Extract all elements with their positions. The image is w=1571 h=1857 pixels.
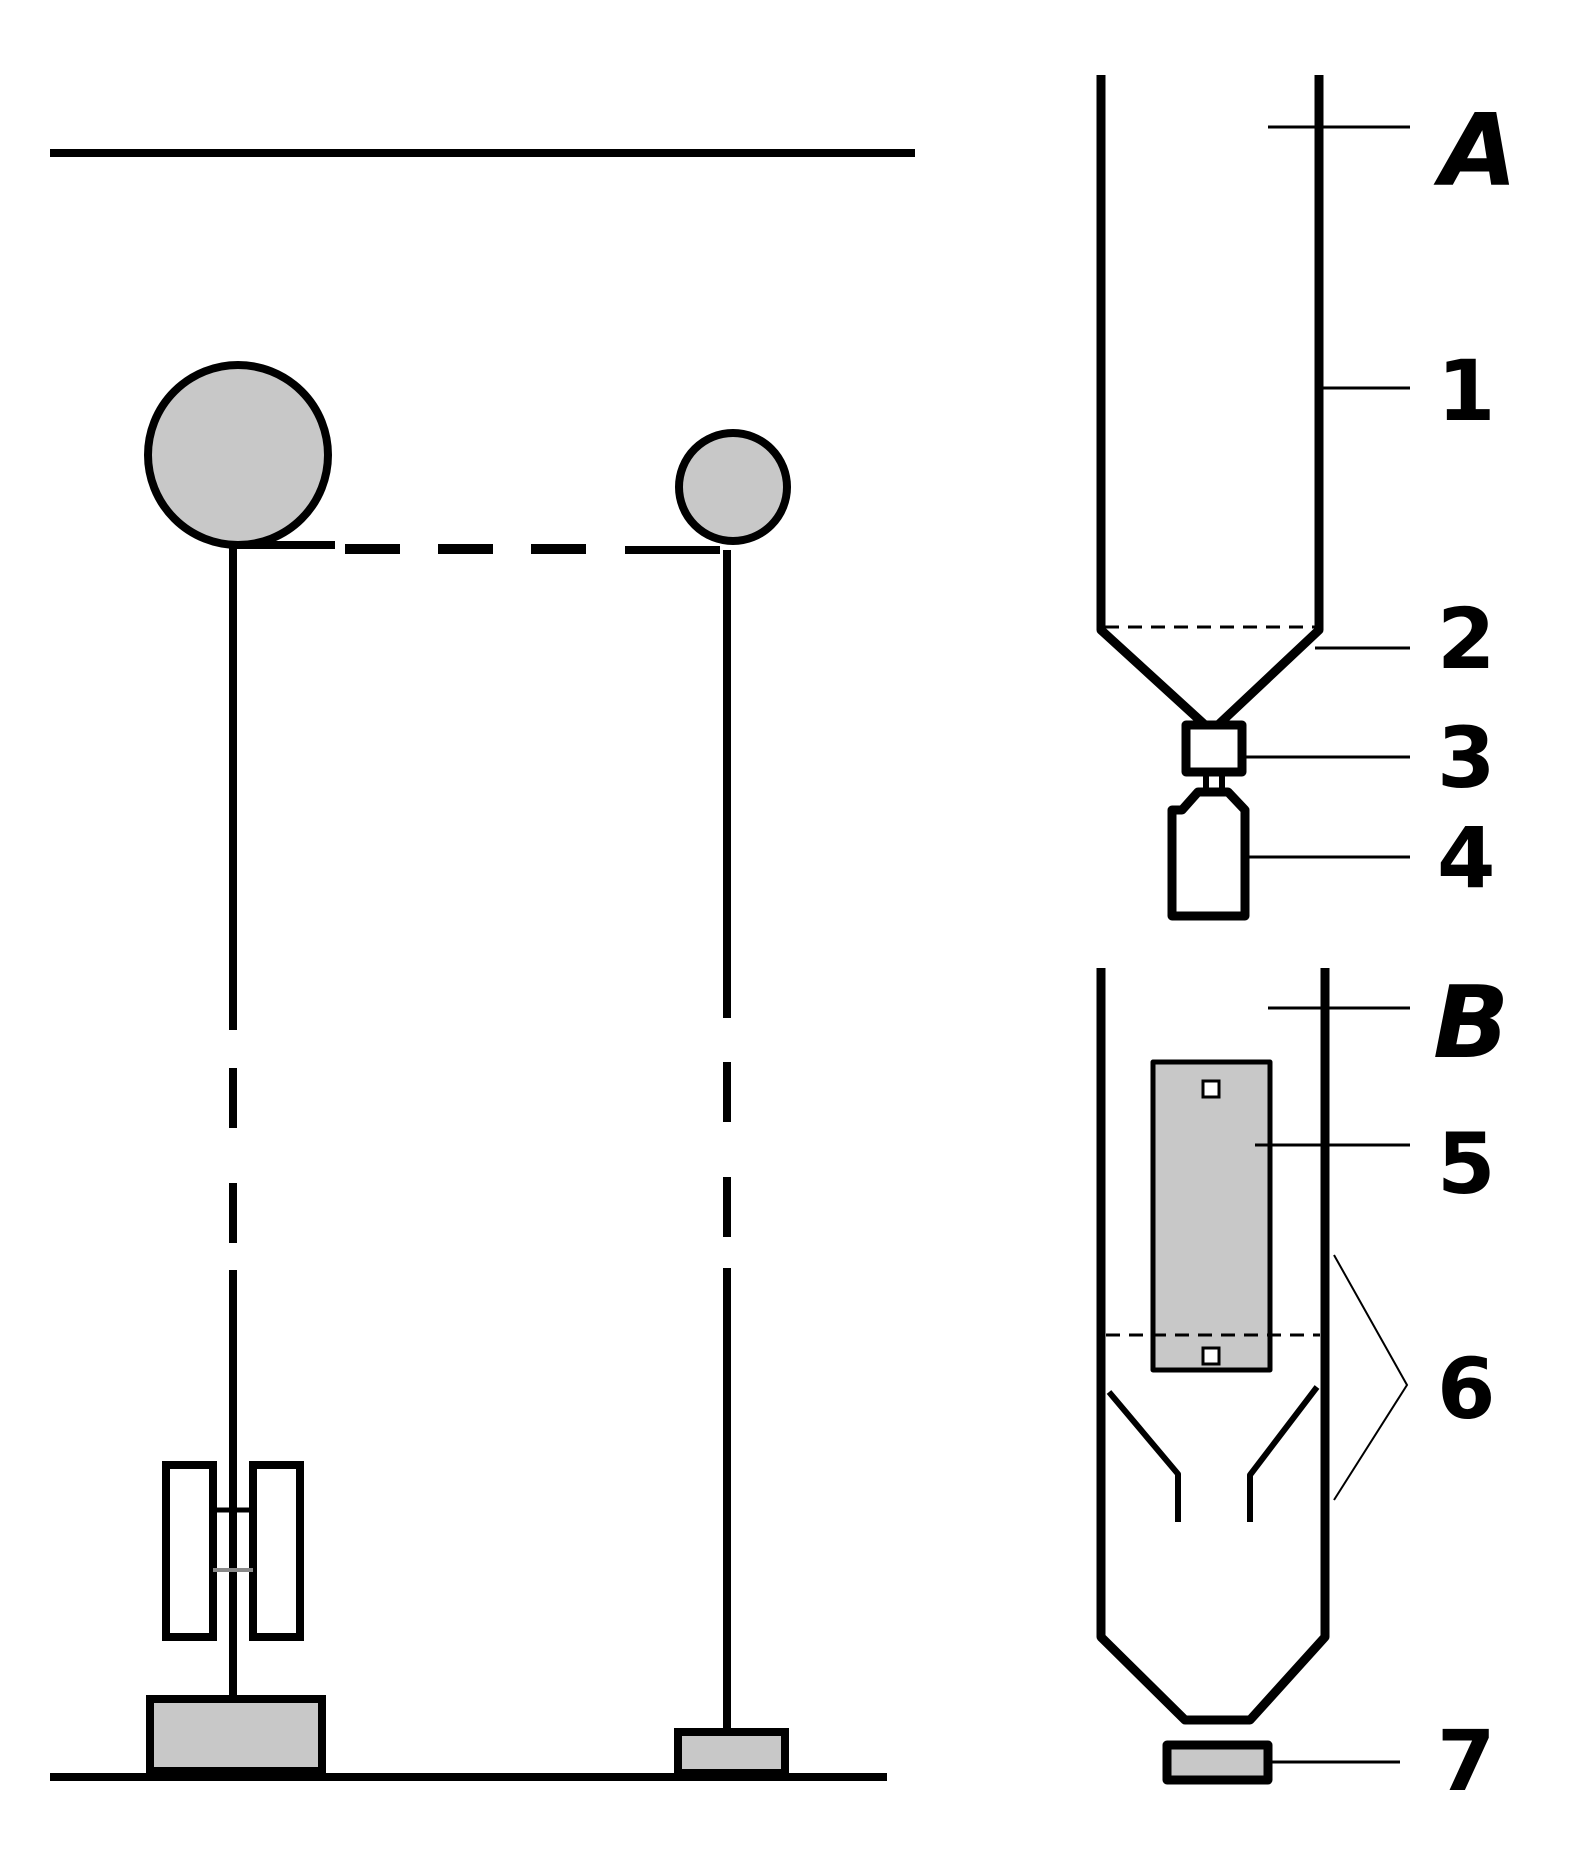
left-motor-base [146, 1695, 326, 1775]
column-b-body [1096, 968, 1330, 1725]
label-1: 1 [1437, 342, 1495, 440]
panel-b-leaders [1255, 1006, 1410, 1764]
label-5: 5 [1437, 1115, 1495, 1213]
label-6: 6 [1437, 1340, 1495, 1438]
label-3: 3 [1437, 709, 1495, 807]
baffle-right [1247, 1385, 1320, 1522]
baffle-left [1106, 1390, 1181, 1522]
holder-hole-bottom [1201, 1346, 1221, 1366]
label-4: 4 [1437, 809, 1495, 907]
holder-holes [1201, 1079, 1221, 1366]
leader-6 [1333, 1254, 1409, 1501]
left-assembly [50, 149, 915, 1781]
holder-hole-top [1201, 1079, 1221, 1099]
panel-b-column [1096, 968, 1330, 1785]
label-7: 7 [1437, 1712, 1495, 1810]
panel-a-leaders [1242, 125, 1410, 859]
stirrer-blade-left [162, 1461, 217, 1641]
sample-holder [1150, 1059, 1273, 1373]
right-motor-base [674, 1728, 789, 1777]
collection-bottle [1167, 787, 1250, 921]
large-reel [144, 361, 332, 549]
stirrer-blade-right [249, 1461, 304, 1641]
panel-a-column [1096, 75, 1324, 921]
small-reel [675, 429, 791, 545]
column-a-valve [1181, 720, 1247, 777]
label-2: 2 [1437, 590, 1495, 688]
label-panel-a: A [1433, 92, 1517, 209]
label-panel-b: B [1433, 964, 1509, 1081]
outlet-base [1162, 1740, 1273, 1785]
